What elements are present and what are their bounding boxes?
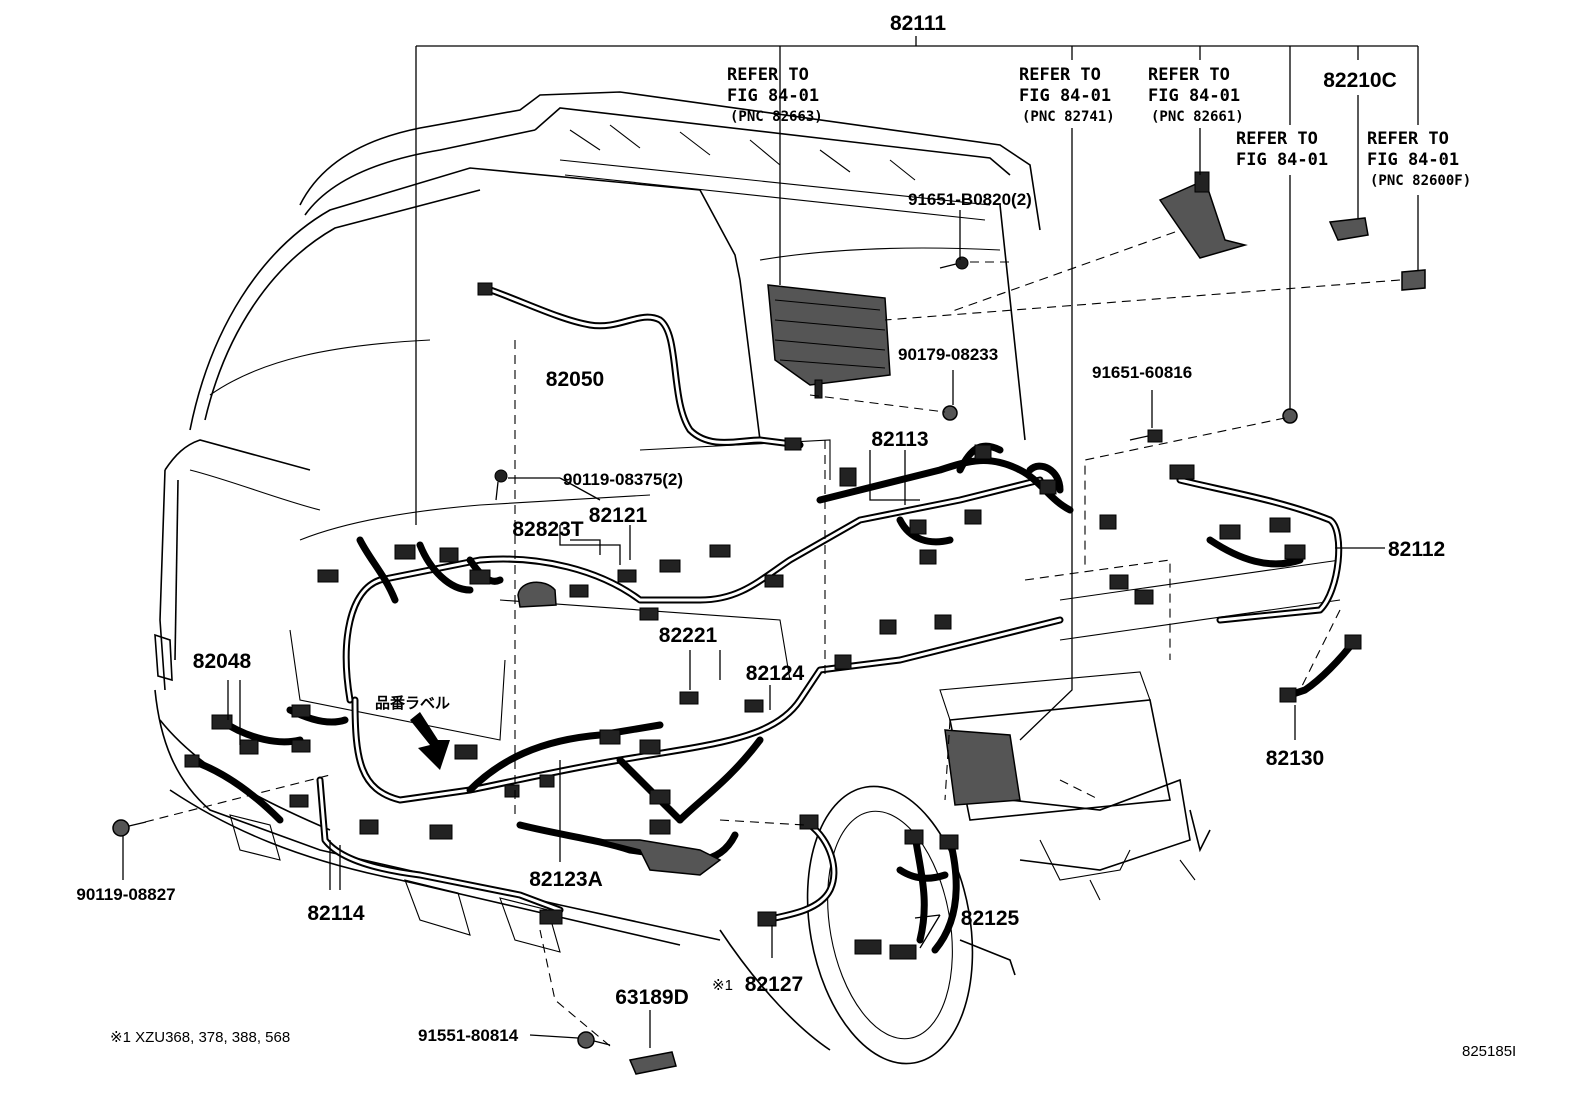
harness-82125 xyxy=(896,831,960,954)
footnote: ※1 XZU368, 378, 388, 568 xyxy=(110,1029,290,1046)
harness-82123A xyxy=(516,821,739,876)
label-82125: 82125 xyxy=(961,907,1020,930)
grommet-refer xyxy=(1282,408,1298,424)
refer-82600F-line3: (PNC 82600F) xyxy=(1370,173,1471,189)
refer-82661-line1: REFER TO xyxy=(1148,65,1230,85)
bolt-91551-80814 xyxy=(577,1031,611,1049)
bolt-91651-B0820 xyxy=(939,256,969,270)
label-82221: 82221 xyxy=(659,624,718,647)
assembly-dashed-lines xyxy=(144,231,1401,1047)
label-82048: 82048 xyxy=(193,650,252,673)
clip-82210C xyxy=(1328,217,1369,241)
leader-lines xyxy=(122,36,1419,1048)
bracket-63189D xyxy=(628,1051,677,1075)
connectors xyxy=(184,282,1362,960)
label-82121: 82121 xyxy=(589,504,648,527)
refer-82600F-line1: REFER TO xyxy=(1367,129,1449,149)
bolt-90119-08827 xyxy=(112,819,147,837)
relay-block xyxy=(944,729,1021,806)
refer-grommet-line1: REFER TO xyxy=(1236,129,1318,149)
harness-82127 xyxy=(761,821,838,924)
bracket-82661 xyxy=(1158,171,1248,259)
label-82111: 82111 xyxy=(890,12,946,35)
harness-82113 xyxy=(816,442,1074,546)
refer-82663-line1: REFER TO xyxy=(727,65,809,85)
label-82114: 82114 xyxy=(307,902,365,925)
refer-82741-line3: (PNC 82741) xyxy=(1022,109,1115,125)
label-arrow xyxy=(410,712,450,770)
refer-note-82661: REFER TO FIG 84-01 (PNC 82661) xyxy=(1148,65,1244,125)
bolt-91651-60816 xyxy=(1129,429,1163,443)
nut-90179-08233 xyxy=(942,405,958,421)
figure-id: 825185I xyxy=(1462,1043,1516,1060)
label-91651-60816: 91651-60816 xyxy=(1092,363,1192,382)
label-82127: 82127 xyxy=(745,973,803,996)
connector-82600F xyxy=(1401,269,1426,291)
refer-note-82600F: REFER TO FIG 84-01 (PNC 82600F) xyxy=(1367,129,1471,189)
label-63189D: 63189D xyxy=(615,986,689,1009)
refer-82600F-line2: FIG 84-01 xyxy=(1367,150,1459,170)
label-90119-08827: 90119-08827 xyxy=(76,885,175,904)
harness-82050 xyxy=(481,284,804,449)
label-82050: 82050 xyxy=(546,368,604,391)
refer-note-grommet: REFER TO FIG 84-01 xyxy=(1236,129,1328,170)
refer-82661-line2: FIG 84-01 xyxy=(1148,86,1240,106)
label-note-mark: ※1 xyxy=(712,977,733,994)
label-90179-08233: 90179-08233 xyxy=(898,345,998,364)
sensor-82823T xyxy=(517,581,557,608)
refer-82663-line3: (PNC 82663) xyxy=(730,109,823,125)
refer-82661-line3: (PNC 82661) xyxy=(1151,109,1244,125)
refer-82741-line2: FIG 84-01 xyxy=(1019,86,1111,106)
harness-82048 xyxy=(216,706,349,746)
refer-82663-line2: FIG 84-01 xyxy=(727,86,819,106)
label-hinban: 品番ラベル xyxy=(375,694,450,712)
refer-grommet-line2: FIG 84-01 xyxy=(1236,150,1328,170)
label-82123A: 82123A xyxy=(529,868,603,891)
part-labels: 82111 82210C 82050 82113 82112 82130 821… xyxy=(76,12,1516,1060)
refer-note-82741: REFER TO FIG 84-01 (PNC 82741) xyxy=(1019,65,1115,125)
harness-82112 xyxy=(1176,476,1343,624)
label-82210C: 82210C xyxy=(1323,69,1397,92)
label-90119-08375: 90119-08375(2) xyxy=(563,470,683,489)
label-82112: 82112 xyxy=(1388,538,1445,561)
harness-82114 xyxy=(186,756,564,914)
bolt-90119-08375 xyxy=(494,469,508,501)
ecu-box xyxy=(767,284,891,399)
label-82124: 82124 xyxy=(746,662,805,685)
refer-82741-line1: REFER TO xyxy=(1019,65,1101,85)
refer-note-82663: REFER TO FIG 84-01 (PNC 82663) xyxy=(727,65,823,125)
label-91551-80814: 91551-80814 xyxy=(418,1026,519,1045)
label-82113: 82113 xyxy=(871,428,928,451)
main-harness-82111 xyxy=(342,476,1064,824)
label-82823T: 82823T xyxy=(512,518,583,541)
label-82130: 82130 xyxy=(1266,747,1324,770)
truck-cab-outline xyxy=(154,91,1341,1065)
label-91651-B0820: 91651-B0820(2) xyxy=(908,190,1032,209)
